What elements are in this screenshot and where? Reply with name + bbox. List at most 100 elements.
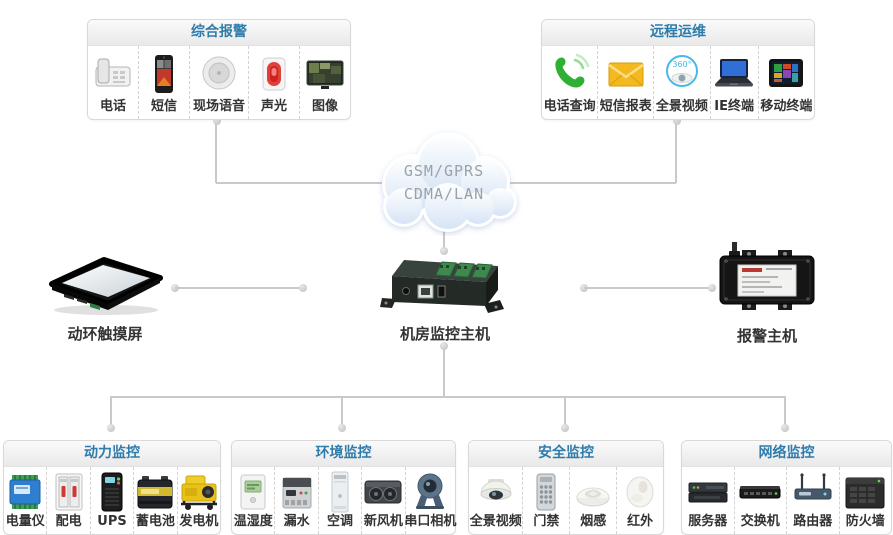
router-icon [791, 469, 835, 514]
group-items: 全景视频门禁 烟感红外 [469, 467, 663, 534]
device-item: 声光 [249, 46, 301, 119]
device-item: 现场语音 [190, 46, 250, 119]
item-label: 防火墙 [845, 514, 885, 529]
device-item: 路由器 [787, 467, 840, 534]
connector-dot [338, 424, 346, 432]
connector-line [675, 124, 677, 183]
item-label: 电话查询 [543, 99, 596, 114]
serial-camera-icon [408, 469, 452, 514]
battery-icon [133, 469, 177, 514]
group-box-alarm: 综合报警 电话短信现场语音声光图像 [87, 19, 351, 120]
item-label: 门禁 [533, 514, 560, 529]
connector-line [175, 287, 303, 289]
envelope-icon [604, 48, 648, 99]
group-box-network: 网络监控 服务器交换机路由器防火墙 [681, 440, 892, 535]
device-item: 新风机 [362, 467, 406, 534]
cloud-line-1: GSM/GPRS [403, 162, 485, 180]
sound-light-alarm-icon [252, 48, 296, 99]
device-item: IE终端 [711, 46, 759, 119]
host-icon [380, 260, 504, 313]
item-label: 串口相机 [404, 514, 457, 529]
connector-dot [299, 284, 307, 292]
device-item: 门禁 [523, 467, 571, 534]
device-item: 红外 [617, 467, 663, 534]
device-item: 短信 [139, 46, 190, 119]
generator-icon [177, 469, 221, 514]
device-item: 电话查询 [542, 46, 599, 119]
pano-360-icon: 360° [660, 48, 704, 99]
group-items: 电量仪配电 UPS 蓄电池发电机 [4, 467, 220, 534]
item-label: 全景视频 [655, 99, 708, 114]
device-item: 烟感 [570, 467, 618, 534]
item-label: 短信报表 [599, 99, 652, 114]
item-label: 配电 [55, 514, 82, 529]
device-item: 短信报表 [598, 46, 655, 119]
connector-dot [440, 247, 448, 255]
cloud-icon [382, 132, 517, 232]
item-label: 移动终端 [760, 99, 813, 114]
alarm-host-label: 报警主机 [736, 327, 797, 345]
device-item: 漏水 [275, 467, 319, 534]
item-label: 全景视频 [469, 514, 522, 529]
device-touchscreen: 动环触摸屏 [40, 244, 170, 344]
item-label: 路由器 [793, 514, 833, 529]
item-label: IE终端 [714, 99, 755, 114]
group-items: 电话 短信 现场语音声光图像 [88, 46, 350, 119]
connector-dot [781, 424, 789, 432]
device-item: 空调 [318, 467, 363, 534]
device-item: 图像 [300, 46, 350, 119]
desk-phone-icon [91, 48, 135, 99]
temp-humidity-sensor-icon [231, 469, 275, 514]
connector-dot [107, 424, 115, 432]
item-label: 烟感 [580, 514, 607, 529]
mobile-phone-icon [142, 48, 186, 99]
cloud-label: GSM/GPRS CDMA/LAN [360, 160, 528, 206]
item-label: 短信 [150, 99, 177, 114]
item-label: 蓄电池 [135, 514, 175, 529]
svg-text:360°: 360° [672, 60, 691, 69]
smoke-detector-icon [571, 469, 615, 514]
item-label: 现场语音 [193, 99, 246, 114]
group-items: 服务器交换机路由器防火墙 [682, 467, 891, 534]
connector-line [443, 349, 445, 397]
group-box-power: 动力监控 电量仪配电 UPS 蓄电池发电机 [3, 440, 221, 535]
device-item: 交换机 [735, 467, 787, 534]
connector-line [110, 396, 112, 427]
item-label: 图像 [312, 99, 339, 114]
dome-camera-icon [474, 469, 518, 514]
group-box-security: 安全监控 全景视频门禁烟感红外 [468, 440, 664, 535]
device-item: UPS [91, 467, 135, 534]
device-item: 360° 全景视频 [654, 46, 711, 119]
device-item: 电量仪 [3, 467, 48, 534]
group-items: 温湿度漏水空调新风机串口相机 [231, 467, 457, 534]
connector-line [215, 124, 217, 183]
group-title: 远程运维 [542, 20, 814, 46]
connector-line [564, 396, 566, 427]
device-item: 电话 [88, 46, 139, 119]
distribution-breaker-icon [47, 469, 91, 514]
item-label: UPS [97, 514, 127, 529]
cloud-line-2: CDMA/LAN [403, 185, 485, 203]
group-title: 动力监控 [4, 441, 220, 467]
tablet-icon [764, 48, 808, 99]
network-cloud: GSM/GPRS CDMA/LAN [360, 126, 528, 236]
item-label: 发电机 [179, 514, 219, 529]
device-item: 全景视频 [469, 467, 524, 534]
connector-dot [440, 342, 448, 350]
power-meter-icon [3, 469, 47, 514]
item-label: 服务器 [688, 514, 728, 529]
air-conditioner-icon [318, 469, 362, 514]
connector-line [111, 396, 786, 398]
device-item: 防火墙 [840, 467, 892, 534]
connector-line [341, 396, 343, 427]
item-label: 新风机 [363, 514, 403, 529]
group-items: 电话查询短信报表 360° 全景视频 IE终端移动终端 [542, 46, 814, 119]
infrared-sensor-icon [618, 469, 662, 514]
laptop-icon [712, 48, 756, 99]
device-item: 串口相机 [404, 467, 457, 534]
device-item: 配电 [47, 467, 91, 534]
group-box-remote: 远程运维 电话查询短信报表 360° 全景视频 IE终端移动终端 [541, 19, 815, 120]
item-label: 电话 [99, 99, 126, 114]
group-title: 网络监控 [682, 441, 891, 467]
access-keypad-icon [524, 469, 568, 514]
